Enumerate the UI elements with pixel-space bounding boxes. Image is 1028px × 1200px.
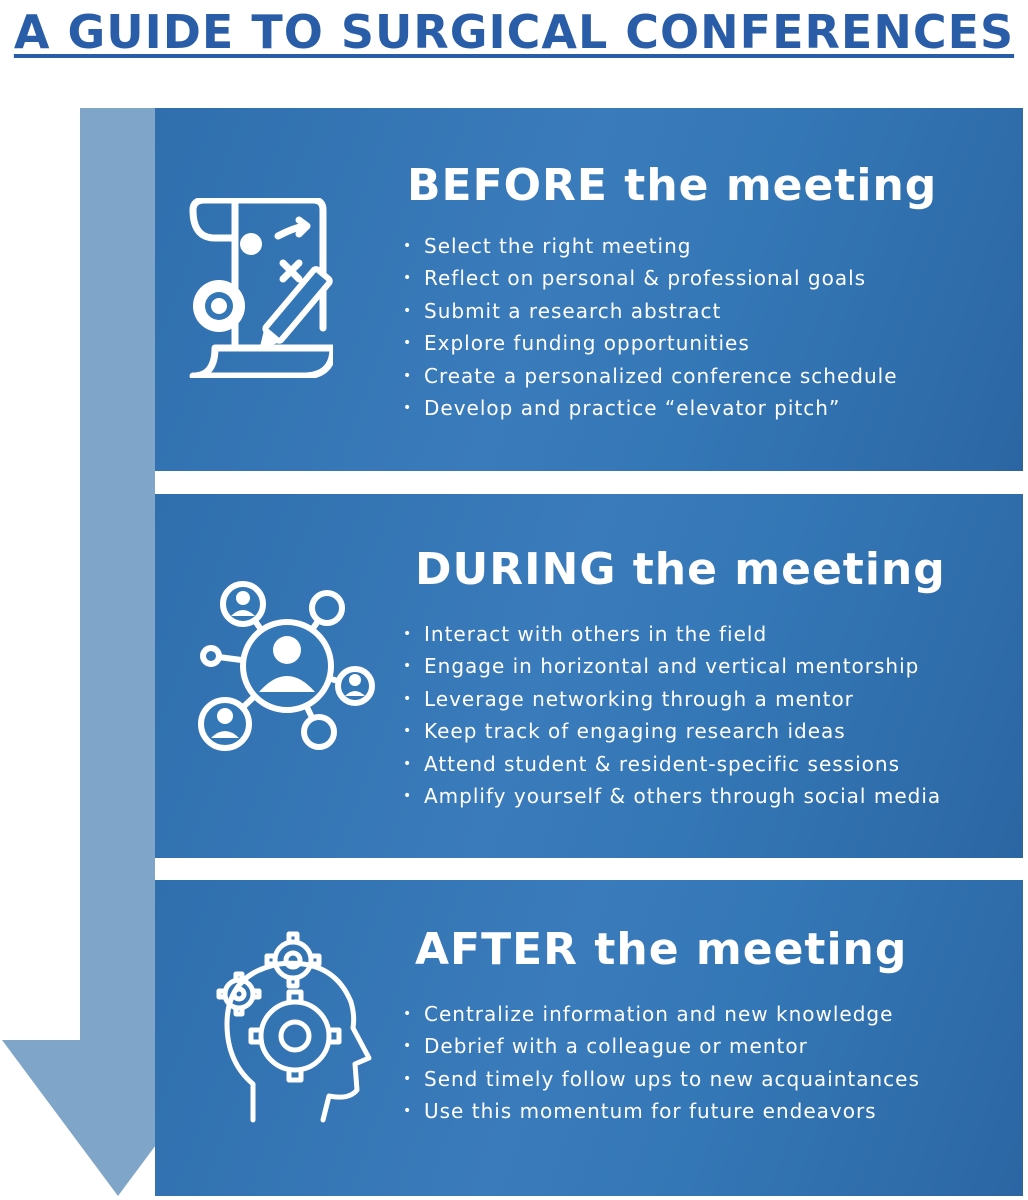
list-item: Interact with others in the field — [403, 618, 941, 651]
head-gears-icon — [216, 931, 372, 1123]
section-during: DURING the meeting Interact with others … — [155, 494, 1023, 858]
list-item: Keep track of engaging research ideas — [403, 715, 941, 748]
section-after: AFTER the meeting Centralize information… — [155, 880, 1023, 1196]
list-item: Explore funding opportunities — [403, 327, 898, 360]
list-item: Use this momentum for future endeavors — [403, 1095, 920, 1128]
network-people-icon — [198, 581, 375, 751]
list-item: Engage in horizontal and vertical mentor… — [403, 650, 941, 683]
list-item: Debrief with a colleague or mentor — [403, 1030, 920, 1063]
section-heading: AFTER the meeting — [415, 924, 908, 975]
list-item: Select the right meeting — [403, 230, 898, 263]
section-before: BEFORE the meeting Select the right meet… — [155, 108, 1023, 471]
list-item: Create a personalized conference schedul… — [403, 360, 898, 393]
section-heading: BEFORE the meeting — [407, 160, 938, 211]
list-item: Attend student & resident-specific sessi… — [403, 748, 941, 781]
list-item: Send timely follow ups to new acquaintan… — [403, 1063, 920, 1096]
list-item: Submit a research abstract — [403, 295, 898, 328]
page-title: A GUIDE TO SURGICAL CONFERENCES — [13, 5, 1015, 59]
list-item: Centralize information and new knowledge — [403, 998, 920, 1031]
section-heading: DURING the meeting — [415, 544, 946, 595]
list-item: Amplify yourself & others through social… — [403, 780, 941, 813]
bullet-list: Centralize information and new knowledge… — [403, 998, 920, 1128]
strategy-plan-icon — [189, 198, 333, 378]
list-item: Reflect on personal & professional goals — [403, 262, 898, 295]
list-item: Leverage networking through a mentor — [403, 683, 941, 716]
bullet-list: Interact with others in the field Engage… — [403, 618, 941, 813]
list-item: Develop and practice “elevator pitch” — [403, 392, 898, 425]
bullet-list: Select the right meeting Reflect on pers… — [403, 230, 898, 425]
